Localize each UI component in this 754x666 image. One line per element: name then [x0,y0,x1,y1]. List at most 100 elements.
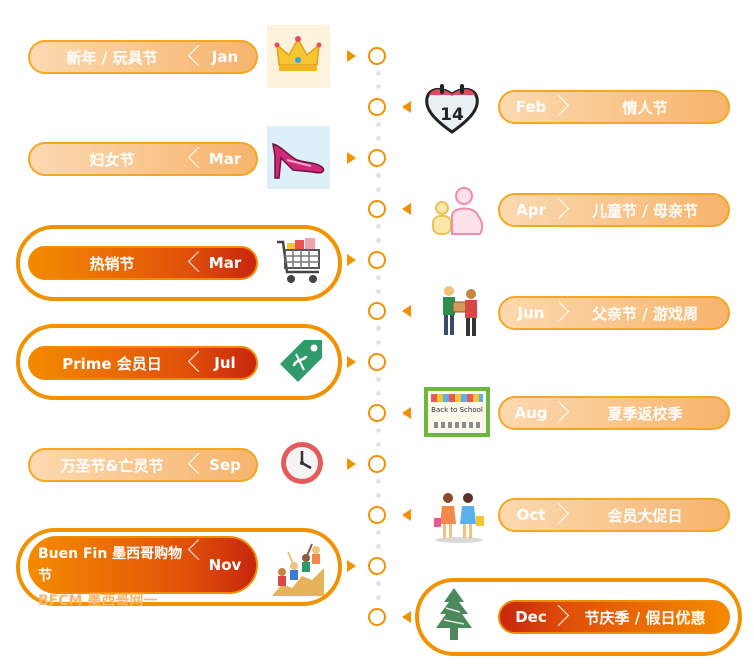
event-name: 父亲节 / 游戏周 [592,304,698,323]
highlight-ring [16,225,342,301]
event-name: 节庆季 / 假日优惠 [584,608,706,627]
axis-dot [376,493,381,498]
event-pill-jun[interactable]: Jun 父亲节 / 游戏周 [498,296,730,330]
delivery-handover-icon [440,282,480,340]
event-month: Dec [515,608,547,626]
arrow-right-icon [347,458,356,470]
event-pill-dec[interactable]: Dec 节庆季 / 假日优惠 [498,600,730,634]
event-name: 儿童节 / 母亲节 [592,201,698,220]
board-text: Back to School [431,406,483,414]
event-name: 会员大促日 [607,506,683,525]
timeline-node [368,455,386,473]
event-name: Prime 会员日 [62,354,162,373]
heart-calendar-icon: 14 [422,80,482,136]
event-pill-hot-sale[interactable]: 热销节 Mar [28,246,258,280]
axis-dot [376,530,381,535]
event-pill-apr[interactable]: Apr 儿童节 / 母亲节 [498,193,730,227]
price-tag-icon [278,338,324,384]
event-pill-sep[interactable]: 万圣节&亡灵节 Sep [28,448,258,482]
event-month: Aug [514,404,548,422]
calendar-number: 14 [440,105,464,125]
back-to-school-board-icon: Back to School [424,387,490,437]
timeline-node [368,251,386,269]
arrow-left-icon [402,305,411,317]
event-pill-jan[interactable]: 新年 / 玩具节 Jan [28,40,258,74]
timeline-node [368,608,386,626]
event-pill-oct[interactable]: Oct 会员大促日 [498,498,730,532]
event-pill-aug[interactable]: Aug 夏季返校季 [498,396,730,430]
highlight-ring [415,578,742,656]
arrow-right-icon [347,560,356,572]
mother-child-icon [428,184,490,238]
axis-dot [376,84,381,89]
event-month: Jan [211,48,239,66]
event-pill-jul[interactable]: Prime 会员日 Jul [28,346,258,380]
event-name: 新年 / 玩具节 [66,48,158,67]
axis-dot [376,479,381,484]
shopping-cart-icon [275,234,325,286]
event-month: Oct [516,506,546,524]
arrow-left-icon [402,509,411,521]
arrow-right-icon [347,254,356,266]
event-pill-nov[interactable]: Buen Fin 墨西哥购物节 Nov [28,536,258,594]
event-month: Sep [209,456,241,474]
arrow-right-icon [347,152,356,164]
axis-dot [376,442,381,447]
arrow-right-icon [347,356,356,368]
timeline-node [368,47,386,65]
highlight-ring [16,324,342,400]
clock-icon [279,440,325,486]
timeline-node [368,557,386,575]
timeline-node [368,353,386,371]
event-name: 热销节 [89,254,135,273]
event-pill-mar[interactable]: 妇女节 Mar [28,142,258,176]
highlight-ring [16,528,342,606]
event-month: Nov [208,556,242,574]
timeline-node [368,404,386,422]
event-name: 万圣节&亡灵节 [60,456,164,475]
timeline-node [368,149,386,167]
arrow-left-icon [402,611,411,623]
event-month: Jul [214,354,236,372]
shopping-women-icon [432,490,486,544]
axis-dot [376,340,381,345]
crown-icon [267,25,330,88]
axis-dot [376,173,381,178]
arrow-right-icon [347,50,356,62]
axis-dot [376,71,381,76]
timeline-node [368,98,386,116]
event-name: Buen Fin 墨西哥购物节 [38,546,183,584]
axis-dot [376,391,381,396]
axis-dot [376,544,381,549]
timeline-node [368,506,386,524]
christmas-tree-icon [432,586,476,644]
axis-dot [376,224,381,229]
event-month: Apr [516,201,546,219]
axis-dot [376,289,381,294]
overflow-text: BFCM 墨西哥网一 [38,593,158,609]
arrow-left-icon [402,407,411,419]
event-month: Mar [208,254,242,272]
timeline-node [368,302,386,320]
event-name: 情人节 [622,98,668,117]
axis-dot [376,136,381,141]
axis-dot [376,377,381,382]
event-month: Feb [515,98,547,116]
timeline-node [368,200,386,218]
event-name: 妇女节 [89,150,135,169]
axis-dot [376,428,381,433]
axis-dot [376,275,381,280]
event-month: Jun [517,304,545,322]
event-month: Mar [208,150,242,168]
axis-dot [376,581,381,586]
axis-dot [376,238,381,243]
arrow-left-icon [402,203,411,215]
high-heel-icon [267,126,330,189]
axis-dot [376,122,381,127]
arrow-left-icon [402,101,411,113]
axis-dot [376,187,381,192]
event-pill-feb[interactable]: Feb 情人节 [498,90,730,124]
axis-dot [376,595,381,600]
axis-dot [376,326,381,331]
crowd-cheering-icon [268,538,328,598]
